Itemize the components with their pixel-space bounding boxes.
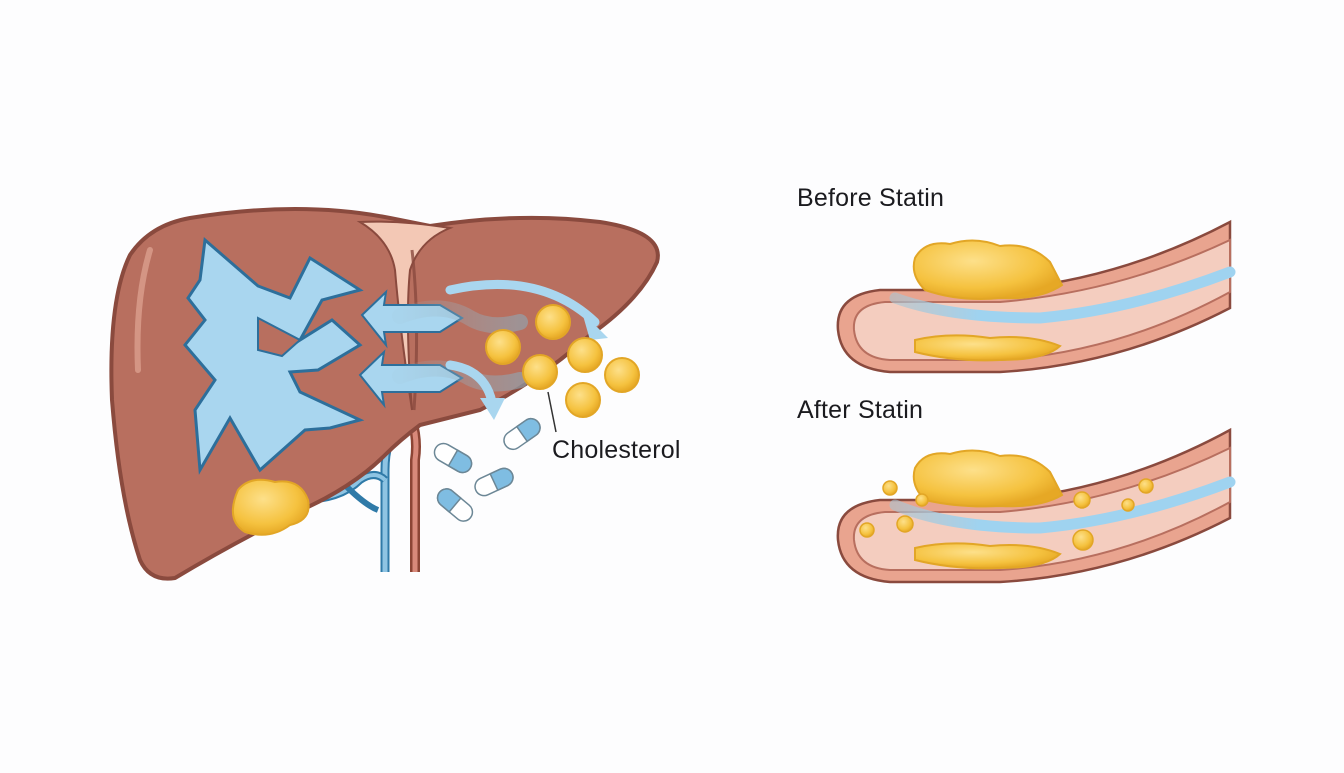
cholesterol-particle-icon: [1072, 529, 1094, 551]
blue-liver-region: [183, 237, 365, 475]
artery-lumen: [852, 446, 1231, 571]
flow-streak-lower: [392, 360, 528, 392]
curved-arrow-lower: [445, 360, 497, 407]
cholesterol-particle-icon: [1073, 491, 1091, 509]
statin-pill-icon: [433, 442, 473, 474]
plaque-lower: [914, 334, 1062, 362]
statin-pills: [433, 417, 541, 522]
liver-illustration: [109, 207, 660, 581]
cholesterol-particle-icon: [604, 357, 640, 393]
statin-pill-icon: [436, 488, 474, 522]
bile-duct-branch: [342, 482, 380, 513]
curved-arrow-lower-head: [480, 398, 505, 420]
cholesterol-particle-icon: [535, 304, 571, 340]
cholesterol-particle-icon: [567, 337, 603, 373]
cholesterol-particles: [485, 304, 640, 433]
blood-flow: [889, 266, 1236, 324]
cholesterol-leader-line: [547, 391, 557, 433]
after-statin-label: After Statin: [797, 396, 924, 424]
cholesterol-particle-icon: [859, 522, 875, 538]
artery-before-statin: [836, 219, 1236, 374]
liver-tissue-island: [257, 316, 302, 358]
liver-highlight: [134, 247, 153, 373]
curved-arrow-upper: [445, 280, 600, 327]
cholesterol-particle-icon: [896, 515, 914, 533]
cholesterol-particle-icon: [1121, 498, 1135, 512]
flow-streak-upper: [392, 300, 528, 334]
statin-pill-icon: [474, 467, 514, 497]
cholesterol-particle-icon: [915, 493, 929, 507]
cholesterol-particle-icon: [882, 480, 898, 496]
cholesterol-particle-icon: [565, 382, 601, 418]
cholesterol-particle-icon: [485, 329, 521, 365]
plaque-upper: [912, 449, 1064, 508]
curved-arrow-upper-head: [582, 312, 608, 340]
artery-lumen: [852, 238, 1231, 361]
artery-after-statin: [836, 427, 1236, 584]
blood-flow: [889, 476, 1236, 534]
gallbladder-fat-deposit: [231, 478, 310, 536]
statin-pill-icon: [503, 417, 541, 451]
before-statin-label: Before Statin: [797, 184, 945, 212]
cholesterol-particle-icon: [1138, 478, 1154, 494]
plaque-upper: [912, 239, 1064, 300]
plaque-lower: [914, 542, 1062, 570]
cholesterol-particle-icon: [522, 354, 558, 390]
cholesterol-label: Cholesterol: [552, 436, 681, 464]
